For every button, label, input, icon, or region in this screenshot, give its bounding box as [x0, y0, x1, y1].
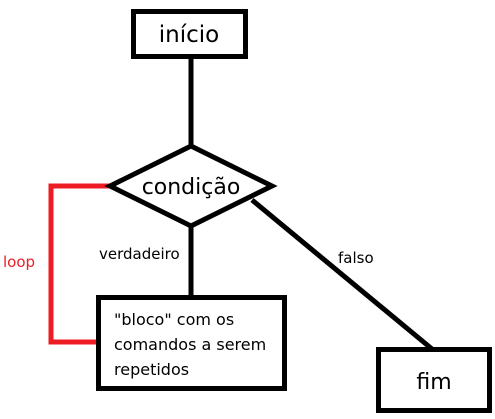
- true-edge-label: verdadeiro: [99, 245, 180, 263]
- false-edge-label: falso: [338, 249, 374, 267]
- block-node-line-2: comandos a serem: [114, 335, 266, 354]
- loop-edge-label: loop: [3, 253, 35, 271]
- condition-node-label: condição: [142, 175, 241, 200]
- condition-node: [104, 143, 278, 229]
- block-node-line-3: repetidos: [114, 360, 189, 379]
- end-node: [376, 347, 492, 413]
- start-node: [131, 9, 248, 59]
- block-node-line-1: "bloco" com os: [114, 310, 234, 329]
- edge-condition-to-end: [250, 198, 434, 351]
- block-node: [96, 295, 287, 391]
- edge-loop: [48, 183, 110, 345]
- end-node-label: fim: [416, 370, 451, 395]
- start-node-label: início: [159, 22, 219, 48]
